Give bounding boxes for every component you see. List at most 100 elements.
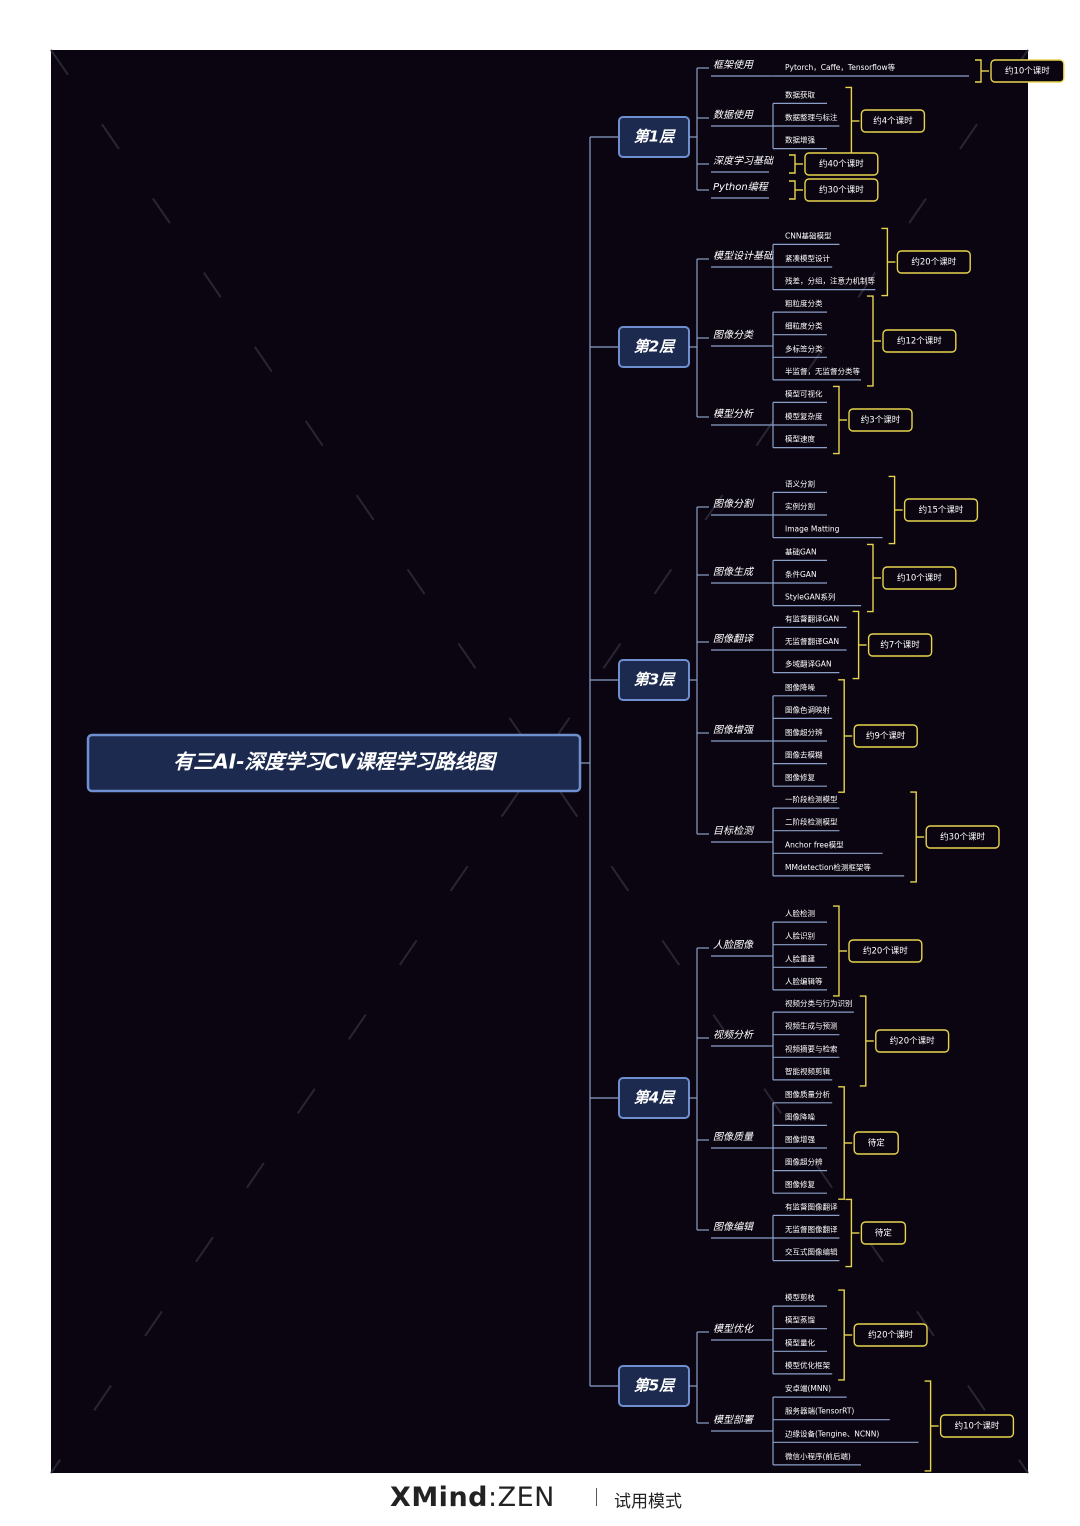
hours-label: 待定 [875, 1228, 893, 1239]
hours-badge [939, 1414, 1015, 1438]
summary-bracket [859, 995, 867, 1087]
group-label: 图像增强 [713, 724, 754, 736]
hours-badge [853, 1131, 899, 1155]
hours-label: 约4个课时 [873, 116, 913, 127]
item-label: 视频分类与行为识别 [785, 998, 853, 1008]
item-label: 有监督翻译GAN [785, 613, 839, 623]
hours-label: 约30个课时 [819, 185, 864, 196]
xmind-logo: XMind:ZEN [390, 1482, 555, 1513]
group-label: 模型设计基础 [713, 250, 774, 262]
group-label: 图像分割 [713, 498, 755, 510]
item-label: 图像超分辨 [785, 1157, 823, 1167]
item-label: 图像修复 [785, 772, 815, 782]
item-label: 数据获取 [785, 89, 815, 99]
hours-label: 约40个课时 [819, 159, 864, 170]
group-label: 框架使用 [713, 59, 754, 71]
item-label: 多域翻译GAN [785, 659, 832, 669]
group-label: 图像生成 [713, 566, 755, 578]
hours-label: 约10个课时 [897, 573, 942, 584]
item-label: 图像色调映射 [785, 704, 830, 714]
brand-edition: ZEN [497, 1482, 555, 1513]
summary-bracket [838, 1086, 845, 1200]
item-label: 智能视频剪辑 [785, 1066, 830, 1076]
hours-badge [882, 329, 957, 353]
group-label: 深度学习基础 [713, 155, 774, 167]
item-label: 人脸编辑等 [785, 976, 823, 986]
item-label: 模型剪枝 [785, 1292, 815, 1302]
hours-label: 约3个课时 [861, 415, 901, 426]
hours-label: 约20个课时 [868, 1330, 913, 1341]
summary-bracket [789, 180, 796, 200]
item-label: 微信小程序(前后端) [785, 1451, 851, 1461]
item-label: 图像超分辨 [785, 727, 823, 737]
item-label: 人脸识别 [785, 931, 815, 941]
hours-badge [867, 633, 933, 657]
item-label: 模型速度 [785, 434, 815, 444]
hours-label: 约20个课时 [863, 946, 908, 957]
group-label: 图像编辑 [713, 1221, 754, 1233]
item-label: 图像降噪 [785, 682, 815, 692]
item-label: 人脸重建 [785, 953, 815, 963]
item-label: 图像去模糊 [785, 750, 823, 760]
brand-name: XMind [390, 1482, 488, 1513]
item-label: 模型蒸馏 [785, 1315, 815, 1325]
hours-badge [860, 1221, 907, 1245]
item-label: 交互式图像编辑 [785, 1247, 838, 1257]
item-label: StyleGAN系列 [785, 592, 835, 602]
footer: XMind:ZEN 试用模式 [0, 1478, 1080, 1518]
hours-label: 约20个课时 [911, 257, 956, 268]
hours-badge [804, 152, 879, 176]
item-label: 模型可视化 [785, 388, 823, 398]
item-label: 一阶段检测模型 [785, 794, 838, 804]
hours-badge [896, 250, 971, 274]
hours-badge [853, 724, 918, 748]
hours-badge [848, 939, 923, 963]
item-label: 基础GAN [785, 546, 817, 556]
item-label: 实例分割 [785, 501, 815, 511]
summary-bracket [838, 1289, 845, 1381]
item-label: 模型优化框架 [785, 1360, 830, 1370]
hours-badge [925, 825, 1000, 849]
item-label: 模型复杂度 [785, 411, 823, 421]
summary-bracket [881, 227, 889, 297]
item-label: 图像质量分析 [785, 1089, 830, 1099]
item-label: 服务器端(TensorRT) [785, 1406, 854, 1416]
item-label: 多标签分类 [785, 343, 823, 353]
hours-badge [804, 178, 879, 202]
group-label: 图像分类 [713, 329, 754, 341]
group-label: 模型部署 [713, 1414, 754, 1426]
summary-bracket [833, 385, 840, 455]
item-label: 半监督，无监督分类等 [785, 366, 860, 376]
layer-label: 第5层 [634, 1377, 676, 1395]
hours-label: 约9个课时 [866, 731, 906, 742]
item-label: 数据增强 [785, 135, 815, 145]
item-label: 边缘设备(Tengine、NCNN) [785, 1428, 879, 1438]
summary-bracket [888, 475, 896, 545]
summary-bracket [845, 86, 853, 156]
item-label: 无监督图像翻译 [785, 1224, 838, 1234]
watermark-line [50, 49, 1029, 1474]
group-label: 目标检测 [713, 825, 755, 837]
summary-bracket [910, 791, 917, 883]
item-label: 图像修复 [785, 1179, 815, 1189]
hours-badge [853, 1323, 928, 1347]
root-title: 有三AI-深度学习CV课程学习路线图 [173, 750, 497, 774]
item-label: 细粒度分类 [785, 321, 823, 331]
hours-badge [875, 1029, 950, 1053]
item-label: CNN基础模型 [785, 230, 832, 240]
layer-label: 第3层 [634, 671, 676, 689]
item-label: 视频摘要与检索 [785, 1043, 838, 1053]
item-label: 数据整理与标注 [785, 112, 838, 122]
hours-badge [848, 408, 913, 432]
group-label: Python编程 [713, 181, 770, 193]
hours-badge [860, 109, 926, 133]
hours-badge [903, 498, 979, 522]
group-label: 模型分析 [713, 408, 754, 420]
layer-label: 第1层 [634, 128, 676, 146]
hours-label: 约10个课时 [1005, 66, 1050, 77]
layer-label: 第4层 [634, 1089, 676, 1107]
hours-label: 约12个课时 [897, 336, 942, 347]
trial-mode-label: 试用模式 [614, 1492, 682, 1511]
summary-bracket [924, 1380, 932, 1472]
